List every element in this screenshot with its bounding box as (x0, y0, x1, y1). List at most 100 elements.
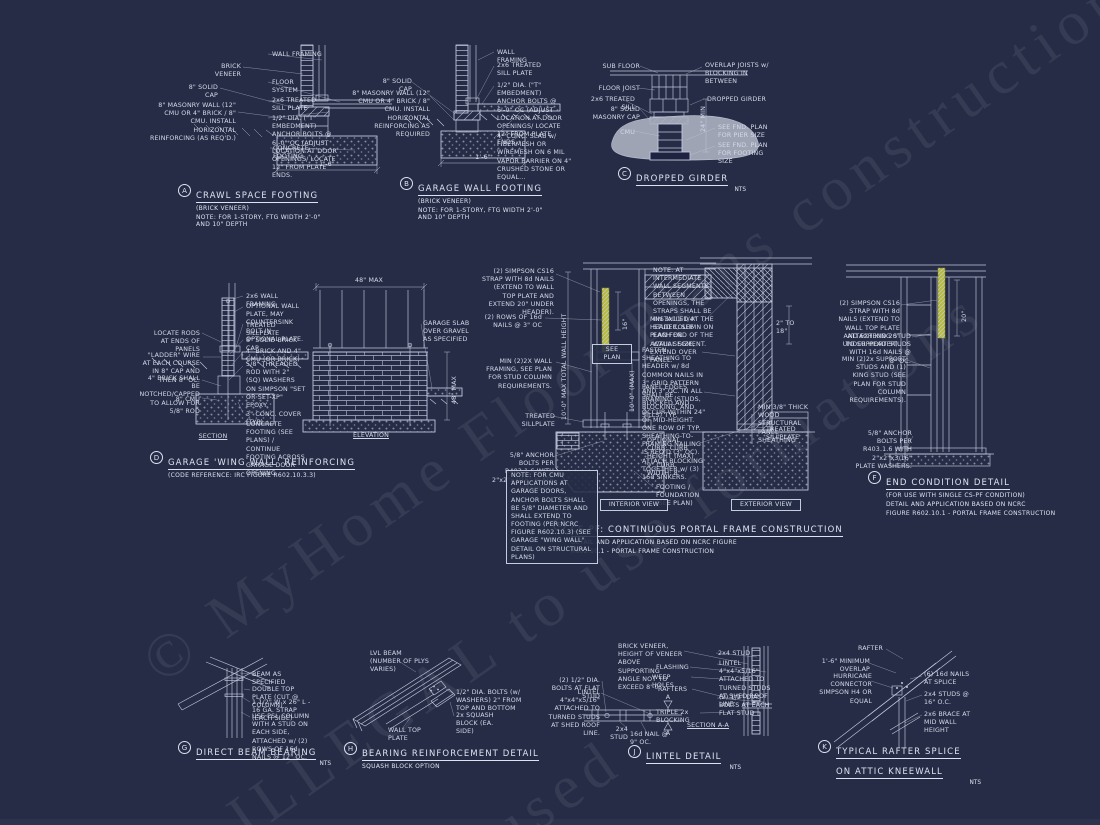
annotation-label: 8" SOLID CAP (382, 78, 412, 94)
annotation-label: (2) 1/2" DIA. BOLTS AT EACH FLAT STUD (719, 694, 770, 718)
annotation-label: 2x6 BRACE AT MID WALL HEIGHT (924, 711, 971, 735)
annotation-label: 8" SOLID CAP (188, 84, 218, 100)
annotation-label: A (665, 694, 671, 701)
annotation-label: FLASHING (656, 664, 689, 671)
annotation-label: BEAM AS SPECIFIED (252, 671, 286, 687)
annotation-label: 2x SQUASH BLOCK (EA. SIDE) (456, 712, 494, 736)
drawing-crawl-space-footing (193, 44, 392, 174)
annotation-label: 4" BRICK AND 4" CMU (OR BRICK) (246, 348, 302, 364)
detail-letter-badge: D (150, 451, 163, 464)
annotation-label: 1/2" DIA. BOLTS (w/ WASHERS) 2" FROM TOP… (456, 689, 522, 713)
detail-title: GARAGE WALL FOOTING (418, 184, 543, 196)
annotation-label: ELEVATION (353, 432, 389, 439)
annotation-label: 2x4 STUD (610, 726, 628, 742)
detail-title: DROPPED GIRDER (636, 174, 729, 186)
nts-label: NTS (319, 761, 331, 767)
detail-title: LINTEL DETAIL (646, 752, 722, 764)
annotation-label: USE PSL COLUMN WITH A STUD ON EACH SIDE,… (252, 713, 310, 761)
drawing-wing-wall-section (151, 283, 309, 425)
annotation-label: NOTE: FOR CMU APPLICATIONS AT GARAGE DOO… (506, 470, 598, 564)
annotation-label: CONCRETE FOOTING (SEE PLANS) / CONTINUE … (246, 421, 305, 478)
annotation-label: FASTEN SHEATHING TO HEADER w/ 8d COMMON … (642, 347, 704, 420)
annotation-label: SECTION (198, 433, 228, 440)
annotation-label: 16d NAIL @ 9" OC. (630, 731, 669, 747)
drawing-portal-frame-exterior (690, 257, 815, 491)
annotation-label: MIN (2)2x SUPPORT STUDS AND (1) KING STU… (841, 356, 906, 404)
annotation-label: MIN 3/8" THICK WOOD STRUCTURAL PANEL SHE… (758, 404, 809, 444)
annotation-label: 5/8" ANCHOR BOLTS PER R403.1.6 WITH 2"x2… (855, 430, 912, 470)
drawing-bearing-reinforcement (352, 657, 462, 732)
drawing-lintel-plan (584, 700, 682, 731)
nts-label: NTS (734, 187, 746, 193)
detail-subtitle: (CODE REFERENCE: IRC FIGURE R602.10.3.3) (168, 472, 316, 479)
annotation-label: HURRICANE CONNECTOR SIMPSON H4 OR EQUAL (819, 673, 872, 705)
annotation-label: A (665, 730, 671, 737)
annotation-label: GARAGE SLAB OVER GRAVEL AS SPECIFIED (423, 320, 470, 344)
annotation-label: LVL BEAM (NUMBER OF PLYS VARIES) (370, 650, 430, 674)
annotation-label: 16" (622, 318, 629, 330)
detail-subtitle: DETAIL AND APPLICATION BASED ON NCRC FIG… (571, 539, 737, 546)
drawing-garage-wall-footing (403, 44, 561, 167)
annotation-label: 8" CMU (175, 396, 200, 403)
annotation-label: (2) SIMPSON CS16 STRAP WITH 8d NAILS (EX… (482, 268, 554, 316)
annotation-label: LOCATE RODS AT ENDS OF PANELS (153, 330, 200, 354)
annotation-label: ATTACH KING STUD TO SUPPORT STUDS WITH 1… (845, 333, 911, 365)
detail-subtitle: (BRICK VENEER) (418, 198, 472, 205)
annotation-label: NOTE: AT INTERMEDIATE WALL SEGMENTS BETW… (653, 267, 714, 348)
leader-lines (201, 51, 938, 734)
annotation-label: CMU (620, 129, 635, 136)
annotation-label: (2) SIMPSON CS16 STRAP WITH 8d NAILS (EX… (838, 300, 900, 348)
annotation-label: 1 1/2" W x 26" L - 16 GA. STRAP (EACH SI… (252, 699, 311, 723)
drawing-direct-beam-bearing (177, 656, 275, 738)
annotation-label: 48" MAX (451, 375, 458, 404)
annotation-label: MIN 3x11-1/4" HEADER, SEE PLAN FOR ACTUA… (650, 316, 697, 364)
annotation-label: 1/2" DIA. ("T" EMBEDMENT) ANCHOR BOLTS @… (497, 82, 563, 147)
annotation-label: SEE PLAN (592, 344, 632, 365)
nts-label: NTS (969, 780, 981, 786)
annotation-label: FLOOR JOIST (598, 85, 640, 92)
annotation-label: 20" (961, 310, 968, 322)
annotation-label: OPTIONAL WALL PLATE, MAY COUNTERSINK BOL… (246, 303, 304, 343)
drawing-rafter-splice (833, 650, 957, 748)
annotation-label: BRICK VENEER, HEIGHT OF VENEER ABOVE SUP… (618, 643, 683, 691)
annotation-label: SEE FND. PLAN FOR PIER SIZE (718, 124, 768, 140)
detail-letter-badge: G (178, 741, 191, 754)
annotation-label: LINTEL 4"x4"x5/16" ATTACHED TO TURNED ST… (719, 660, 771, 708)
annotation-label: OVERLAP JOISTS w/ BLOCKING IN BETWEEN (705, 62, 769, 86)
annotation-label: 2x6 TREATED SILL PLATE (272, 97, 317, 113)
annotation-label: 1'-6" (319, 161, 335, 168)
annotation-label: 8" MASONRY WALL (12" CMU OR 4" BRICK / 8… (352, 90, 430, 138)
annotation-label: PANEL EDGES SHALL BE BLOCKED AND OCCUR W… (642, 384, 706, 481)
annotation-label: 5/8" THREADED ROD WITH 2" (SQ) WASHERS O… (246, 361, 306, 409)
annotation-label: 2x4 STUDS @ 16" O.C. (924, 691, 969, 707)
drawing-end-condition (846, 264, 994, 467)
annotation-label: BRICK VENEER (214, 63, 241, 79)
annotation-label: TREATED SILLPLATE (246, 322, 280, 338)
annotation-label: FOOTING / FOUNDATION (SEE PLAN) (656, 484, 700, 508)
annotation-label: (6) 16d NAILS AT SPLICE (924, 671, 970, 687)
detail-title: END CONDITION DETAIL (886, 478, 1010, 490)
detail-title-line2: ON ATTIC KNEEWALL (836, 767, 943, 779)
annotation-label: MIN (2)2X WALL FRAMING, SEE PLAN FOR STU… (486, 358, 552, 390)
annotation-label: LINTEL 4"x4"x5/16" ATTACHED TO TURNED ST… (548, 689, 600, 737)
detail-letter-badge: A (178, 184, 191, 197)
annotation-label: OPTIONAL CURB: CURB HEIGHT (MAX) 9" CURB… (647, 437, 694, 477)
detail-letter-badge: H (344, 742, 357, 755)
annotation-label: RAFTERS (658, 686, 688, 693)
detail-title: TYPICAL RAFTER SPLICE (836, 747, 961, 759)
annotation-label: SEE FND. PLAN FOR FOOTING SIZE (718, 142, 768, 166)
nts-label: NTS (729, 765, 741, 771)
annotation-label: TREATED SILLPLATE (521, 413, 555, 429)
annotation-label: 1'-6" (475, 154, 491, 161)
annotation-label: DOUBLE TOP PLATE (CUT @ COLUMN) (252, 686, 299, 710)
